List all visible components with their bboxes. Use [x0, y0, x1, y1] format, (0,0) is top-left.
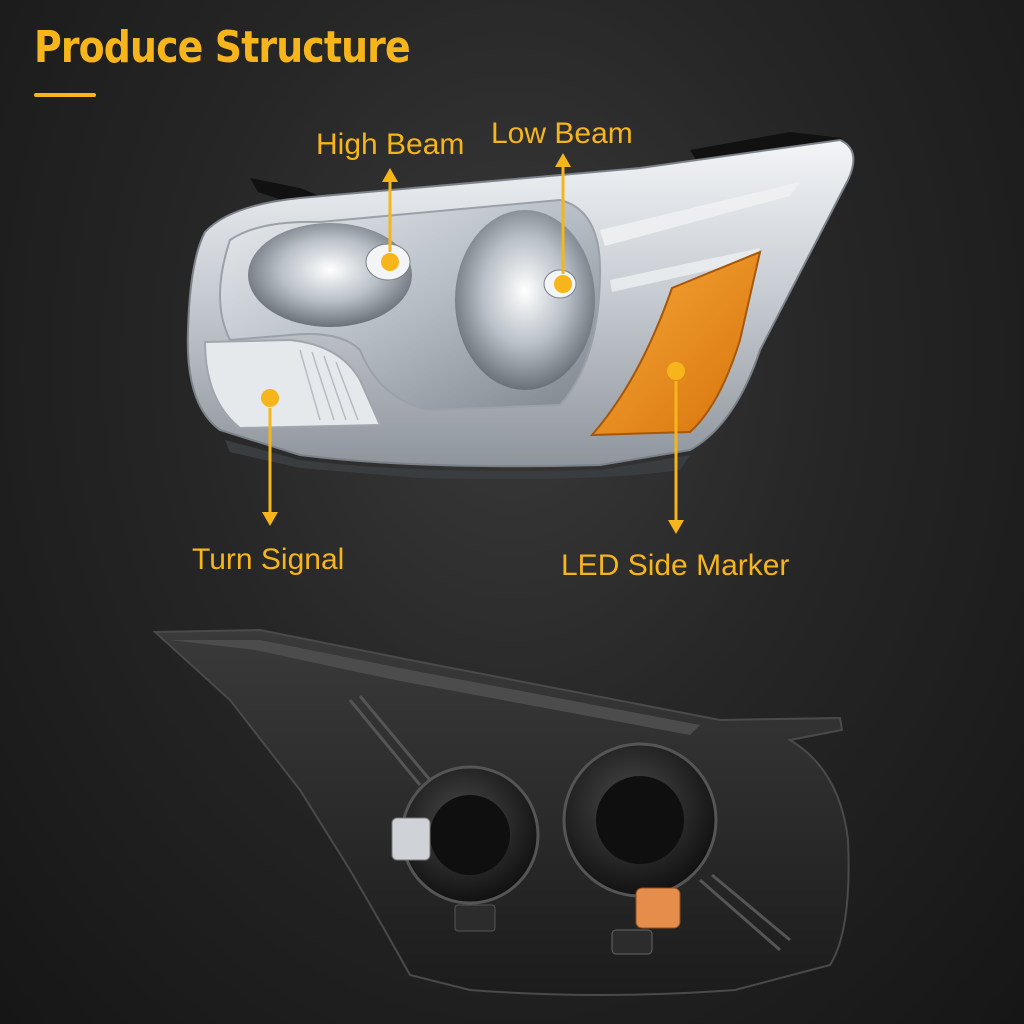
headlight-front [186, 132, 855, 479]
callout-arrows [262, 153, 684, 534]
headlight-rear-housing [152, 628, 850, 996]
callout-led-side-marker: LED Side Marker [561, 549, 790, 582]
page-title: Produce Structure [34, 22, 411, 73]
callout-turn-signal: Turn Signal [192, 543, 345, 576]
callout-low-beam: Low Beam [491, 117, 633, 150]
callout-high-beam: High Beam [316, 128, 465, 161]
title-underline [34, 93, 96, 97]
